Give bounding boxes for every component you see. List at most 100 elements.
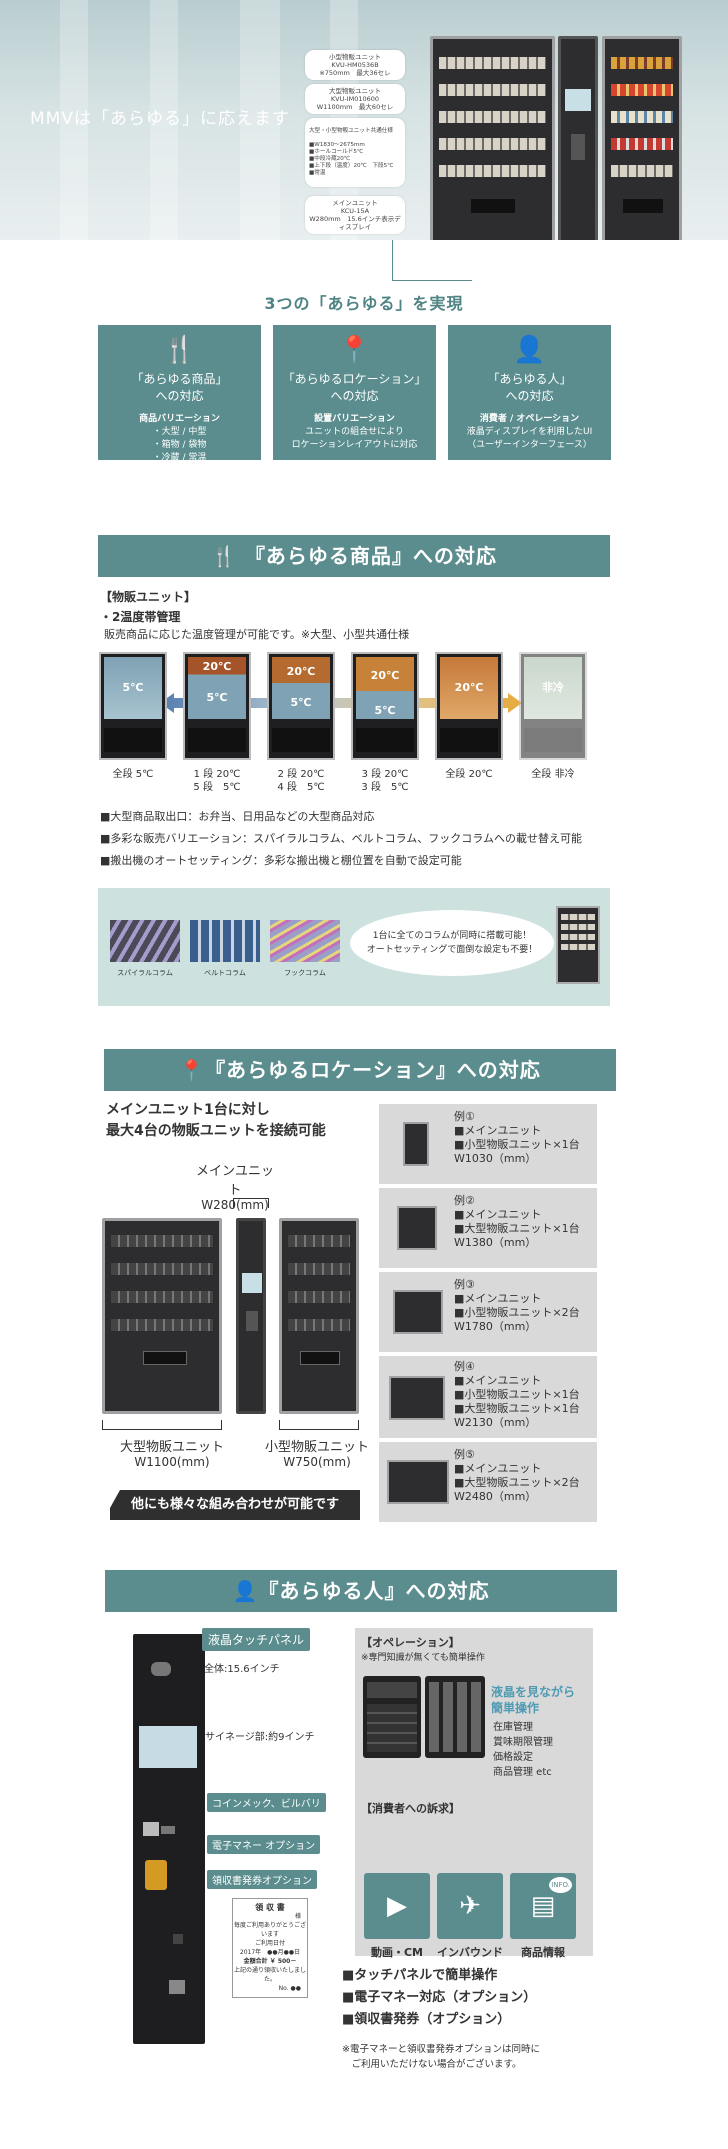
note-line: ご利用いただけない場合がございます。	[342, 2059, 522, 2070]
unit-temp-upper: 20℃	[286, 665, 316, 678]
feature-card-people: 👤 「あらゆる人」への対応 消費者 / オペレーション 液晶ディスプレイを利用し…	[448, 325, 611, 460]
example-title: 例④	[454, 1360, 475, 1373]
temp-description: 販売商品に応じた温度管理が可能です。※大型、小型共通仕様	[104, 628, 410, 641]
example-title: 例⑤	[454, 1448, 475, 1461]
unit-label-line: 4 段 5℃	[277, 782, 325, 793]
feature-line: （ユーザーインターフェース）	[467, 440, 592, 450]
tag-coin-mech: コインメック、ビルバリ	[207, 1793, 326, 1812]
feature-line: ・大型 / 中型	[152, 427, 207, 437]
unit-label: 2 段 20℃ 4 段 5℃	[261, 768, 341, 794]
operation-note: ※専門知識が無くても簡単操作	[361, 1653, 485, 1663]
combination-banner: 他にも様々な組み合わせが可能です	[110, 1490, 360, 1520]
hero-connector-line	[392, 280, 472, 281]
unit-all-20c: 20℃	[435, 652, 503, 760]
note-line: ※電子マネーと領収書発券オプションは同時に	[342, 2044, 540, 2055]
dimension-bracket	[233, 1198, 269, 1208]
large-unit-label: 大型物販ユニット W1100(mm)	[102, 1436, 242, 1469]
feature-subtitle: 消費者 / オペレーション	[479, 414, 580, 424]
unit-temp-upper: 20℃	[202, 660, 232, 673]
unit-temp-lower: 5℃	[374, 704, 396, 717]
feature-line: ・冷蔵 / 常温	[152, 453, 207, 463]
people-bullets: ■タッチパネルで簡単操作 ■電子マネー対応（オプション） ■領収書発券（オプショ…	[342, 1965, 536, 2031]
speech-bubble: 1台に全てのコラムが同時に搭載可能！ オートセッティングで面倒な設定も不要！	[350, 910, 554, 976]
dimension-bracket	[102, 1420, 222, 1430]
icon-label: インバウンド	[437, 1946, 503, 1959]
receipt-title: 領 収 書	[255, 1903, 285, 1912]
icon-label: 動画・CM	[370, 1946, 424, 1959]
unit-label: 全段 20℃	[429, 768, 509, 781]
feature-subtitle: 商品バリエーション	[139, 414, 220, 424]
receipt-no: No. ●●	[278, 1985, 301, 1992]
product-bullet: ■多彩な販売バリエーション：スパイラルコラム、ベルトコラム、フックコラムへの載せ…	[100, 832, 582, 845]
bubble-text: オートセッティングで面倒な設定も不要！	[366, 945, 538, 955]
hero-small-unit	[602, 36, 682, 240]
example-image	[389, 1376, 445, 1420]
callout-name: 大型・小型物販ユニット共通仕様	[309, 128, 393, 134]
operation-panel: 【オペレーション】 ※専門知識が無くても簡単操作 液晶を見ながら 簡単操作 在庫…	[355, 1628, 593, 1956]
operation-title-line: 液晶を見ながら	[491, 1685, 576, 1699]
lead-line: 最大4台の物販ユニットを接続可能	[106, 1123, 326, 1139]
hero-banner: MMVは「あらゆる」に応えます 小型物販ユニット KVU-HM0536B ※75…	[0, 0, 728, 240]
callout-main-unit: メインユニット KCU-15A W280mm 15.6インチ表示ディスプレイ	[305, 196, 405, 234]
unit-label-line: 2 段 20℃	[277, 769, 325, 780]
product-bullet: ■大型商品取出口：お弁当、日用品などの大型商品対応	[100, 810, 375, 823]
operation-item: 在庫管理	[493, 1722, 533, 1733]
operation-heading: 【オペレーション】	[361, 1636, 460, 1649]
column-types-panel: スパイラルコラム ベルトコラム フックコラム 1台に全てのコラムが同時に搭載可能…	[98, 888, 610, 1006]
feature-title: への対応	[505, 389, 554, 403]
main-unit-image	[236, 1218, 266, 1414]
small-unit-name: 小型物販ユニット	[264, 1440, 369, 1455]
example-line: ■大型物販ユニット×1台	[454, 1222, 580, 1235]
icon-label: 商品情報	[521, 1946, 565, 1959]
unit-heading: 【物販ユニット】	[100, 590, 197, 604]
example-width: W2130（mm）	[454, 1416, 537, 1429]
operation-title: 液晶を見ながら 簡単操作	[491, 1684, 575, 1716]
unit-label-line: 全段 非冷	[531, 769, 575, 780]
location-pin-icon: 📍	[338, 335, 371, 365]
unit-all-5c: 5℃	[99, 652, 167, 760]
unit-label: 全段 5℃	[93, 768, 173, 781]
section-title: 『あらゆる人』への対応	[258, 1579, 490, 1603]
hook-column-image	[270, 920, 340, 962]
callout-model: KCU-15A	[340, 207, 370, 215]
unit-label-line: 1 段 20℃	[193, 769, 241, 780]
mini-vending-machine	[556, 906, 600, 984]
example-title: 例①	[454, 1110, 475, 1123]
example-line: ■メインユニット	[454, 1124, 542, 1137]
example-image	[403, 1122, 429, 1166]
unit-label-line: 5 段 5℃	[193, 782, 241, 793]
emoney-reader	[145, 1860, 167, 1890]
operation-item: 価格設定	[493, 1752, 533, 1763]
person-icon: 👤	[232, 1579, 259, 1603]
unit-temp-upper: 20℃	[370, 669, 400, 682]
feature-line: ユニットの組合せにより	[305, 427, 404, 437]
callout-small-unit: 小型物販ユニット KVU-HM0536B ※750mm 最大36セレ	[305, 50, 405, 80]
main-unit-label: メインユニット W280(mm)	[190, 1160, 280, 1212]
feature-title: 「あらゆるロケーション」	[282, 372, 427, 386]
tag-touch-panel: 液晶タッチパネル	[202, 1628, 311, 1651]
tag-emoney: 電子マネー オプション	[207, 1835, 321, 1854]
small-unit-width: W750(mm)	[283, 1455, 351, 1469]
touch-screen-keypad	[425, 1676, 485, 1758]
signage-screen	[139, 1726, 197, 1768]
temp-heading: ・2温度帯管理	[100, 610, 181, 624]
example-title: 例③	[454, 1278, 475, 1291]
info-document-icon: ▤INFO.	[510, 1873, 576, 1939]
unit-3-20c-3-5c: 20℃ 5℃	[351, 652, 419, 760]
hero-title: MMVは「あらゆる」に応えます	[30, 109, 290, 129]
unit-all-nonchilled: 非冷	[519, 652, 587, 760]
consumer-heading: 【消費者への訴求】	[361, 1802, 460, 1815]
section-products-header: 🍴 『あらゆる商品』への対応	[98, 535, 610, 577]
feature-title: への対応	[155, 389, 204, 403]
bubble-text: 1台に全てのコラムが同時に搭載可能！	[372, 931, 532, 941]
feature-card-products: 🍴 「あらゆる商品」への対応 商品バリエーション ・大型 / 中型 ・箱物 / …	[98, 325, 261, 463]
belt-column-image	[190, 920, 260, 962]
operation-title-line: 簡単操作	[491, 1701, 540, 1715]
dimension-bracket	[279, 1420, 359, 1430]
receipt-line: 毎度ご利用ありがとうございます	[233, 1922, 306, 1938]
